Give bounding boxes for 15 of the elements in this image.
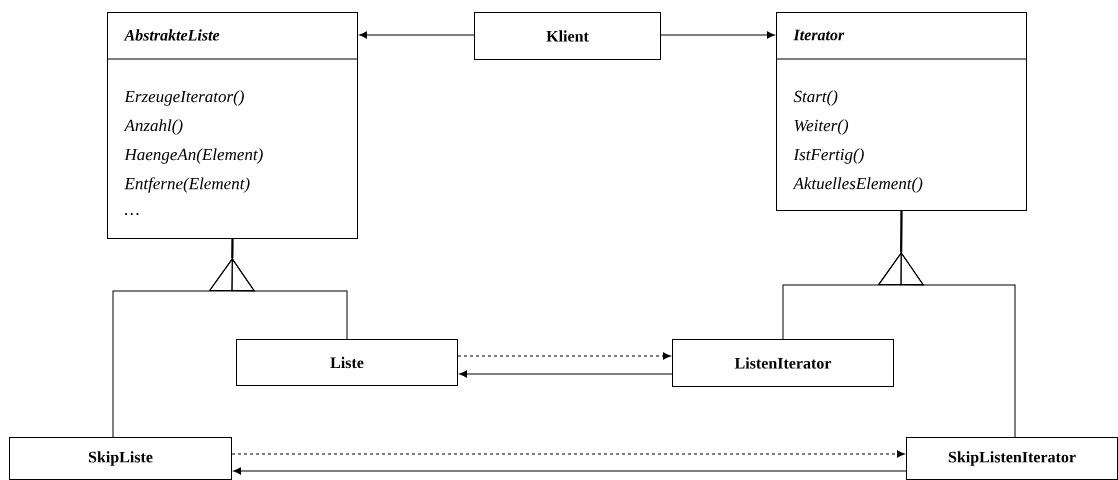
arrow (660, 31, 775, 39)
arrow (457, 352, 671, 360)
inheritance-arrow (878, 211, 1016, 438)
class-box: SkipListenIterator (906, 437, 1118, 480)
class-box: AbstrakteListe ErzeugeIterator() Anzahl() HaengeAn(Element) Entferne(Element) … (106, 12, 358, 239)
class-box: Klient (474, 12, 661, 60)
arrow (231, 450, 905, 458)
class-box: Iterator Start() Weiter() IstFertig() AktuellesElement() (775, 12, 1027, 211)
inheritance-arrow (112, 239, 255, 438)
arrow (459, 370, 673, 378)
arrow (233, 467, 907, 475)
class-box: SkipListe (9, 437, 232, 480)
arrow (359, 31, 475, 39)
class-box: ListenIterator (672, 339, 894, 387)
class-box: Liste (236, 339, 458, 386)
